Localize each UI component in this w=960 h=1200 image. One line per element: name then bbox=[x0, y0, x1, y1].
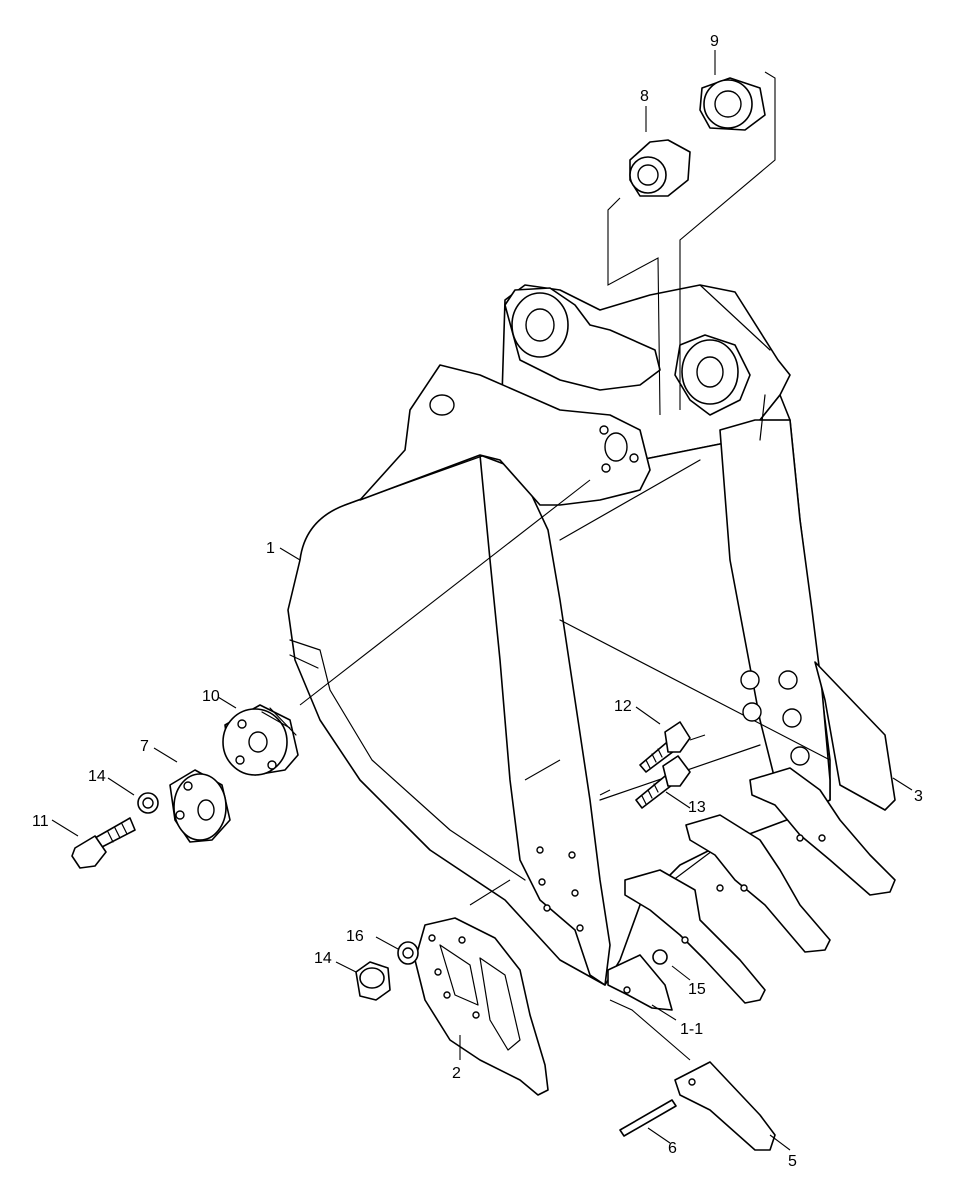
callout-3: 3 bbox=[914, 788, 923, 805]
callout-labels: 9 8 1 10 7 14 11 12 13 3 16 14 15 1-1 2 … bbox=[32, 33, 923, 1170]
callout-1: 1 bbox=[266, 540, 275, 557]
nut-13 bbox=[355, 961, 391, 1001]
tooth-adapters bbox=[607, 767, 896, 1011]
callout-10: 11 bbox=[32, 813, 49, 830]
callout-7: 9 bbox=[710, 33, 719, 50]
callout-5: 6 bbox=[668, 1140, 677, 1157]
washer-16 bbox=[397, 941, 419, 965]
callout-14: 14 bbox=[88, 768, 106, 785]
leader-lines bbox=[51, 50, 913, 1151]
washer-14 bbox=[137, 792, 159, 814]
washer-plate-8 bbox=[169, 769, 231, 843]
bolt-11 bbox=[639, 721, 691, 773]
bolt-12 bbox=[635, 755, 691, 809]
callout-16: 16 bbox=[346, 928, 364, 945]
callout-15: 15 bbox=[688, 981, 706, 998]
callout-13: 14 bbox=[314, 950, 332, 967]
boss-9 bbox=[222, 704, 299, 776]
side-cutter-right bbox=[814, 661, 896, 811]
callout-2: 2 bbox=[452, 1065, 461, 1082]
callout-4: 5 bbox=[788, 1153, 797, 1170]
callout-8: 7 bbox=[140, 738, 149, 755]
callout-9: 10 bbox=[202, 688, 220, 705]
callout-6: 8 bbox=[640, 88, 649, 105]
bushing-7 bbox=[699, 77, 766, 131]
tooth-pin bbox=[619, 1099, 677, 1137]
callout-12: 13 bbox=[688, 799, 706, 816]
callout-1-1: 1-1 bbox=[680, 1021, 703, 1038]
bolt-10 bbox=[71, 817, 136, 869]
bushing-6 bbox=[629, 139, 691, 197]
side-shroud bbox=[414, 917, 549, 1096]
washer-15 bbox=[652, 949, 668, 965]
callout-11: 12 bbox=[614, 698, 632, 715]
bucket-tooth bbox=[674, 1061, 776, 1151]
